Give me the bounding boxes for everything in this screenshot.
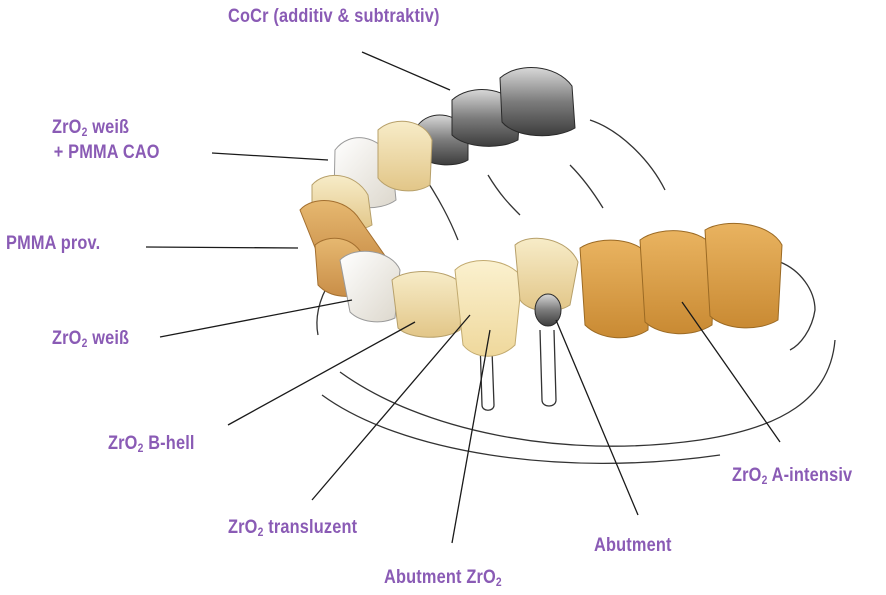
leader-cocr <box>362 52 450 90</box>
abutment-post-right <box>540 330 556 406</box>
label-zro2-weiss-pmma-line2: + PMMA CAO <box>52 141 160 165</box>
leader-abutment <box>556 320 638 515</box>
model-outline-arch <box>780 262 815 350</box>
leader-abutment-zro2 <box>452 330 490 543</box>
a-intensiv-crown-1 <box>580 240 650 338</box>
leader-zro2-weiss-pmma <box>212 153 328 160</box>
label-cocr: CoCr (additiv & subtraktiv) <box>228 5 440 29</box>
pmma-cao-crown <box>378 121 432 191</box>
palate-line-3 <box>570 165 603 208</box>
leader-pmma-prov <box>146 247 298 248</box>
a-intensiv-crown-2 <box>640 231 715 334</box>
label-zro2-b-hell: ZrO2 B-hell <box>108 432 195 457</box>
zro2-a-intensiv-bridge <box>580 223 782 337</box>
model-outline-upper <box>590 120 665 190</box>
model-outline-outer <box>340 340 835 446</box>
label-zro2-transluzent: ZrO2 transluzent <box>228 516 357 541</box>
front-crowns <box>340 238 578 356</box>
label-zro2-weiss: ZrO2 weiß <box>52 327 129 352</box>
zro2-weiss-front-crown <box>340 251 400 322</box>
label-zro2-a-intensiv: ZrO2 A-intensiv <box>732 464 852 489</box>
label-abutment: Abutment <box>594 534 672 558</box>
label-abutment-zro2: Abutment ZrO2 <box>384 566 502 591</box>
leader-zro2-weiss <box>160 300 352 337</box>
palate-line-2 <box>488 175 520 215</box>
label-zro2-weiss-pmma: ZrO2 weiß + PMMA CAO <box>52 116 160 165</box>
leader-zro2-transluzent <box>312 315 470 500</box>
label-zro2-weiss-pmma-line1: ZrO2 weiß <box>52 116 160 141</box>
model-outline-inner <box>322 395 720 463</box>
metal-crowns-cocr <box>418 68 575 165</box>
label-cocr-text: CoCr (additiv & subtraktiv) <box>228 6 440 27</box>
zro2-b-hell-crown <box>392 272 462 338</box>
metal-crown-3 <box>500 68 575 136</box>
label-pmma-prov: PMMA prov. <box>6 232 100 256</box>
a-intensiv-crown-3 <box>705 223 782 327</box>
leader-zro2-b-hell <box>228 322 415 425</box>
